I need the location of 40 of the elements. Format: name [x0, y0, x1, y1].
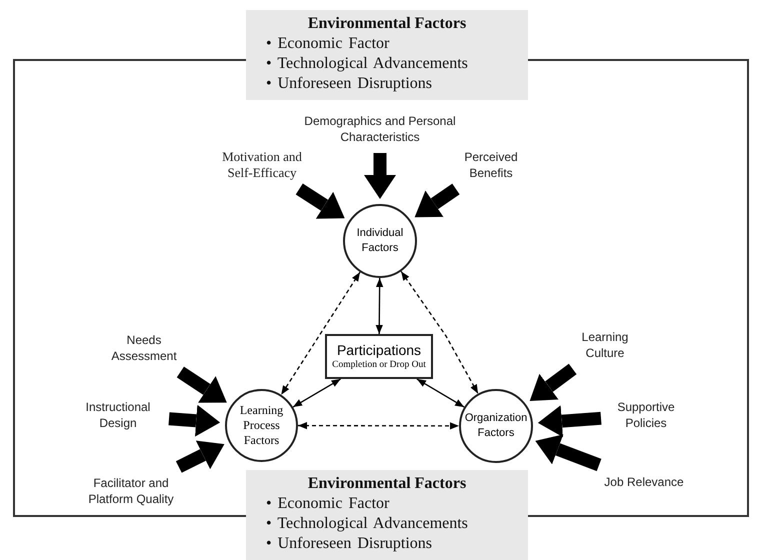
- arrow: [292, 378, 342, 408]
- factor-label: Instructional Design: [74, 398, 162, 432]
- circle-label: Organization Factors: [464, 411, 528, 441]
- block-arrow: [296, 184, 345, 219]
- factor-label: Motivation and Self-Efficacy: [212, 148, 312, 182]
- block-arrow: [535, 434, 602, 472]
- box-heading: Participations: [336, 341, 422, 359]
- block-arrow: [168, 404, 220, 437]
- arrow: [298, 422, 459, 430]
- list-item: • Economic Factor: [266, 494, 390, 514]
- block-arrow: [176, 440, 224, 473]
- block-arrow: [538, 405, 602, 438]
- outcome-box: [325, 334, 433, 379]
- list-item: • Unforeseen Disruptions: [266, 534, 434, 554]
- factor-label: Facilitator and Platform Quality: [72, 474, 190, 508]
- factor-label: Supportive Policies: [608, 398, 684, 432]
- list-item: • Economic Factor: [266, 34, 390, 54]
- list-item: • Technological Advancements: [266, 54, 468, 74]
- arrow: [416, 378, 465, 408]
- info-panel: [246, 10, 528, 100]
- block-arrow: [414, 184, 460, 218]
- panel-heading: Environmental Factors: [308, 474, 466, 494]
- factor-label: Needs Assessment: [100, 331, 188, 365]
- arrow: [376, 278, 384, 334]
- info-panel: [246, 470, 528, 560]
- factor-label: Job Relevance: [598, 472, 690, 492]
- block-arrow: [530, 364, 577, 401]
- circle-label: Learning Process Factors: [238, 403, 284, 448]
- list-item: • Unforeseen Disruptions: [266, 74, 434, 94]
- box-subtitle: Completion or Drop Out: [332, 359, 426, 372]
- arrow: [400, 271, 479, 394]
- circle-label: Individual Factors: [356, 226, 404, 256]
- arrow: [280, 272, 361, 396]
- factor-label: Perceived Benefits: [456, 148, 526, 182]
- panel-heading: Environmental Factors: [308, 14, 466, 34]
- list-item: • Technological Advancements: [266, 514, 468, 534]
- factor-label: Demographics and Personal Characteristics: [285, 112, 475, 146]
- factor-label: Learning Culture: [570, 328, 640, 362]
- block-arrow: [176, 366, 227, 403]
- block-arrow: [364, 153, 396, 199]
